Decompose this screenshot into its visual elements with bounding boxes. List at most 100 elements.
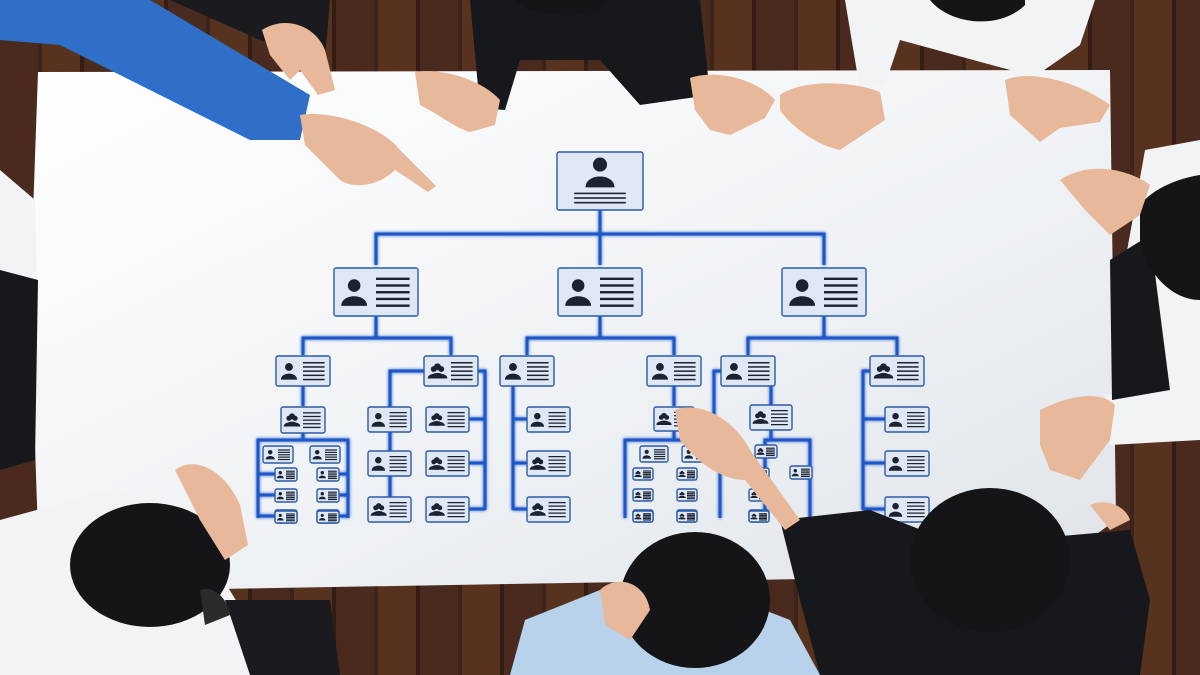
person-bottom-left — [0, 464, 340, 675]
group-icon — [752, 411, 769, 424]
group-icon — [428, 503, 445, 516]
person-icon — [280, 363, 298, 380]
group-icon — [529, 457, 546, 470]
table-surface — [30, 70, 1116, 592]
org-card — [884, 496, 930, 523]
group-icon — [873, 363, 894, 379]
group-icon — [634, 513, 642, 520]
person-top-center — [415, 0, 775, 135]
person-icon — [642, 449, 652, 459]
org-card — [754, 444, 778, 459]
org-card — [316, 510, 340, 524]
person-top-right — [780, 0, 1110, 150]
org-card — [676, 488, 698, 502]
org-card — [425, 450, 470, 477]
org-card — [749, 404, 793, 431]
org-card — [556, 151, 644, 211]
org-card — [274, 510, 298, 524]
person-left-side — [0, 170, 40, 470]
person-top-left — [0, 0, 436, 192]
person-icon — [504, 363, 522, 380]
org-cards — [262, 151, 930, 524]
org-card — [632, 510, 654, 523]
org-card — [748, 510, 770, 523]
group-icon — [634, 491, 642, 499]
org-card — [526, 496, 571, 523]
org-card — [632, 488, 654, 502]
person-icon — [789, 279, 816, 306]
person-bottom-right — [675, 407, 1150, 675]
group-icon — [750, 513, 758, 520]
person-icon — [318, 471, 326, 479]
org-card — [884, 406, 930, 433]
group-icon — [370, 503, 387, 516]
org-card — [280, 406, 326, 434]
org-card — [309, 445, 341, 464]
person-icon — [371, 412, 386, 427]
group-icon — [529, 503, 546, 516]
org-card — [367, 496, 412, 523]
org-card — [262, 445, 294, 464]
person-icon — [319, 513, 326, 521]
org-card — [632, 467, 654, 481]
group-icon — [634, 470, 642, 478]
org-card — [526, 450, 571, 477]
org-card — [526, 406, 571, 433]
group-icon — [756, 448, 765, 455]
person-icon — [888, 502, 903, 517]
group-icon — [678, 491, 686, 499]
org-card — [425, 496, 470, 523]
org-card — [274, 488, 298, 503]
org-card — [884, 450, 930, 477]
org-card — [316, 467, 340, 482]
org-card — [367, 450, 412, 477]
person-bottom-center — [510, 532, 820, 675]
person-right-side — [1040, 140, 1200, 480]
group-icon — [678, 513, 686, 520]
person-icon — [725, 363, 743, 380]
org-card — [869, 355, 925, 387]
org-card — [316, 488, 340, 503]
group-icon — [750, 491, 758, 499]
person-icon — [312, 450, 322, 460]
org-card — [367, 406, 412, 433]
group-icon — [428, 413, 445, 426]
person-icon — [530, 412, 545, 427]
org-card — [789, 465, 813, 480]
org-card — [499, 355, 555, 387]
org-card — [676, 510, 698, 523]
group-icon — [428, 457, 445, 470]
person-icon — [585, 157, 615, 188]
org-card — [639, 445, 669, 463]
org-card — [676, 467, 698, 481]
org-card — [425, 406, 470, 433]
person-icon — [888, 456, 903, 471]
group-icon — [283, 413, 301, 427]
person-icon — [791, 469, 799, 477]
org-card — [646, 355, 702, 387]
org-card — [720, 355, 776, 387]
org-card — [274, 467, 298, 482]
org-card — [333, 267, 419, 317]
group-icon — [678, 470, 686, 478]
org-card — [557, 267, 643, 317]
person-icon — [565, 279, 592, 306]
person-icon — [371, 456, 386, 471]
group-icon — [427, 363, 448, 379]
person-icon — [265, 450, 275, 460]
pointing-hand — [300, 114, 436, 192]
person-icon — [276, 471, 284, 479]
person-icon — [277, 513, 284, 521]
org-card — [423, 355, 479, 387]
person-icon — [318, 492, 326, 500]
person-icon — [888, 412, 903, 427]
person-icon — [276, 492, 284, 500]
group-icon — [656, 412, 672, 426]
person-icon — [341, 279, 368, 306]
person-icon — [651, 363, 669, 380]
org-card — [781, 267, 867, 317]
reaching-hand — [675, 407, 800, 530]
org-card — [275, 355, 331, 387]
